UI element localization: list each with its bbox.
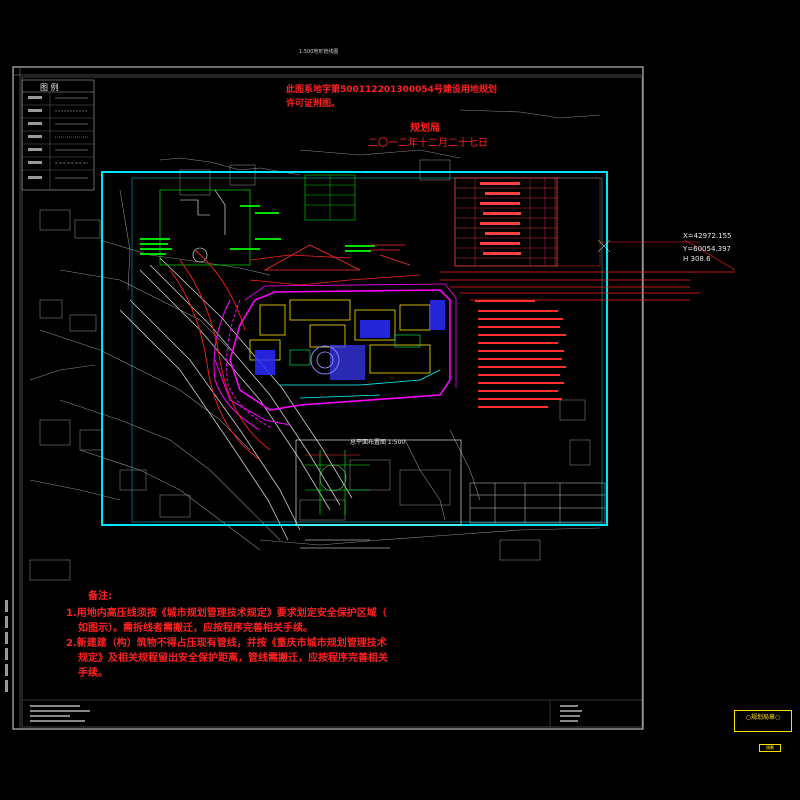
magenta-boundary xyxy=(214,283,457,426)
approval-stamp-box: ○规划局章○ xyxy=(734,710,792,732)
red-triangle-marker xyxy=(263,244,411,271)
remarks-item-4: 规定》及相关规程留出安全保护距离，管线需搬迁，应按程序完善相关 xyxy=(78,653,388,664)
red-curves xyxy=(169,249,271,461)
remarks-item-3: 2.新建建（构）筑物不得占压现有管线，并按《重庆市城市规划管理技术 xyxy=(66,638,387,649)
coordinate-marker xyxy=(300,239,611,549)
site-title-block xyxy=(469,482,606,524)
remarks-heading: 备注: xyxy=(88,591,112,602)
permit-note-line2: 许可证附图。 xyxy=(286,99,341,109)
permit-authority: 规划局 xyxy=(410,123,440,134)
drawing-title: 1:500地形管线图 xyxy=(299,49,339,55)
plan-title: 总平面布置图 1:500 xyxy=(350,439,406,446)
small-stamp: 規劃 xyxy=(759,744,781,752)
remarks-item-5: 手续。 xyxy=(78,668,108,679)
coord-y: Y=60054.397 xyxy=(683,245,731,253)
coord-h: H 308.6 xyxy=(683,255,711,263)
outer-frame xyxy=(12,66,644,730)
red-pipelines xyxy=(249,254,735,301)
building-cluster xyxy=(249,299,445,399)
permit-date: 二〇一二年十二月二十七日 xyxy=(368,138,488,149)
building-outlines xyxy=(29,159,591,581)
remarks-item-1: 1.用地内高压线须按《城市规划管理技术规定》要求划定安全保护区域（ xyxy=(66,608,387,619)
legend-title: 图 例 xyxy=(40,83,59,92)
remarks-item-2: 如图示）。需拆线者需搬迁，应按程序完善相关手续。 xyxy=(78,623,313,634)
red-data-table xyxy=(454,177,601,267)
section-detail xyxy=(295,439,462,526)
red-notes-block xyxy=(475,300,566,408)
inner-frame xyxy=(21,76,643,728)
legend-box xyxy=(21,79,95,191)
permit-note-line1: 此图系地字第500112201300054号建设用地规划 xyxy=(286,85,497,95)
coord-x: X=42972.155 xyxy=(683,232,732,240)
magenta-curves xyxy=(213,299,273,431)
approval-stamp-text: ○规划局章○ xyxy=(745,714,781,721)
green-annotation-block xyxy=(140,174,375,266)
topography-lines xyxy=(29,109,601,551)
